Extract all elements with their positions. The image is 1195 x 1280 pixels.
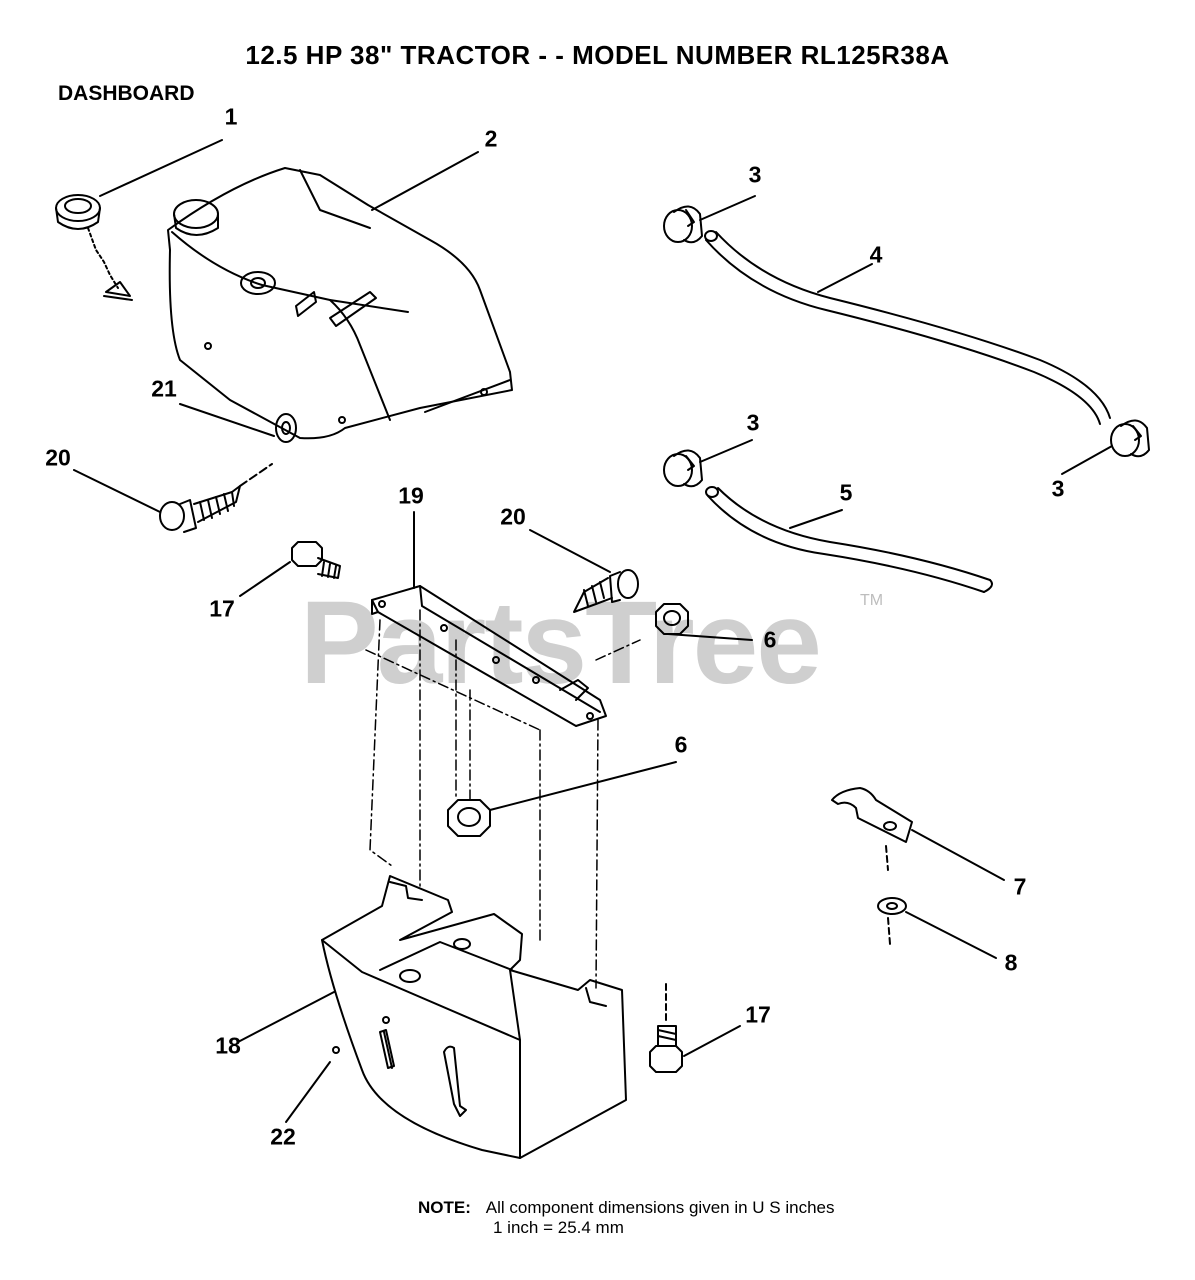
callout-17-lower: 17 xyxy=(745,1001,771,1028)
callout-8: 8 xyxy=(1004,949,1018,976)
callout-22: 22 xyxy=(270,1123,296,1150)
callout-21: 21 xyxy=(151,375,177,402)
part-17-bolt-lower xyxy=(649,979,683,1073)
part-3-clamp-upper xyxy=(663,205,703,244)
part-18-panel xyxy=(321,875,627,1159)
part-20-screw-right xyxy=(573,569,639,613)
callout-19: 19 xyxy=(398,482,424,509)
callout-1: 1 xyxy=(224,103,238,130)
part-1-cap xyxy=(55,194,133,301)
part-2-dashboard xyxy=(167,167,513,440)
callout-3-upper: 3 xyxy=(748,161,762,188)
assembly-lines xyxy=(365,609,641,989)
part-3-clamp-right xyxy=(1110,419,1150,458)
callout-20-left: 20 xyxy=(45,444,71,471)
callout-18: 18 xyxy=(215,1032,241,1059)
watermark-tm: TM xyxy=(860,592,884,609)
partstree-watermark: PartsTree xyxy=(300,577,822,709)
part-6-nut-lower xyxy=(447,799,491,837)
note-line-1: All component dimensions given in U S in… xyxy=(485,1198,835,1217)
part-17-bolt-upper xyxy=(291,541,341,579)
callout-6-upper: 6 xyxy=(763,626,777,653)
diagram-title: 12.5 HP 38" TRACTOR - - MODEL NUMBER RL1… xyxy=(245,40,950,70)
callout-2: 2 xyxy=(484,125,498,152)
callout-3-right: 3 xyxy=(1051,475,1065,502)
callout-17-upper: 17 xyxy=(209,595,235,622)
part-20-screw-left xyxy=(159,463,273,533)
part-21-washer xyxy=(275,413,297,443)
part-6-nut-upper xyxy=(655,603,689,635)
section-label: DASHBOARD xyxy=(58,82,195,105)
part-7-bracket xyxy=(831,787,913,871)
part-3-clamp-middle xyxy=(663,449,703,488)
callout-20-right: 20 xyxy=(500,503,526,530)
dimension-note: NOTE: All component dimensions given in … xyxy=(418,1198,834,1238)
note-label: NOTE: xyxy=(418,1198,471,1217)
callout-4: 4 xyxy=(869,241,883,268)
callout-7: 7 xyxy=(1013,873,1027,900)
callout-3-middle: 3 xyxy=(746,409,760,436)
part-4-hose xyxy=(704,230,1111,425)
leader-lines xyxy=(73,139,1113,1123)
part-5-hose xyxy=(705,486,993,593)
part-19-bracket xyxy=(371,585,607,727)
callout-5: 5 xyxy=(839,479,853,506)
callout-6-lower: 6 xyxy=(674,731,688,758)
part-8-washer xyxy=(877,897,907,945)
note-line-2: 1 inch = 25.4 mm xyxy=(493,1218,624,1237)
